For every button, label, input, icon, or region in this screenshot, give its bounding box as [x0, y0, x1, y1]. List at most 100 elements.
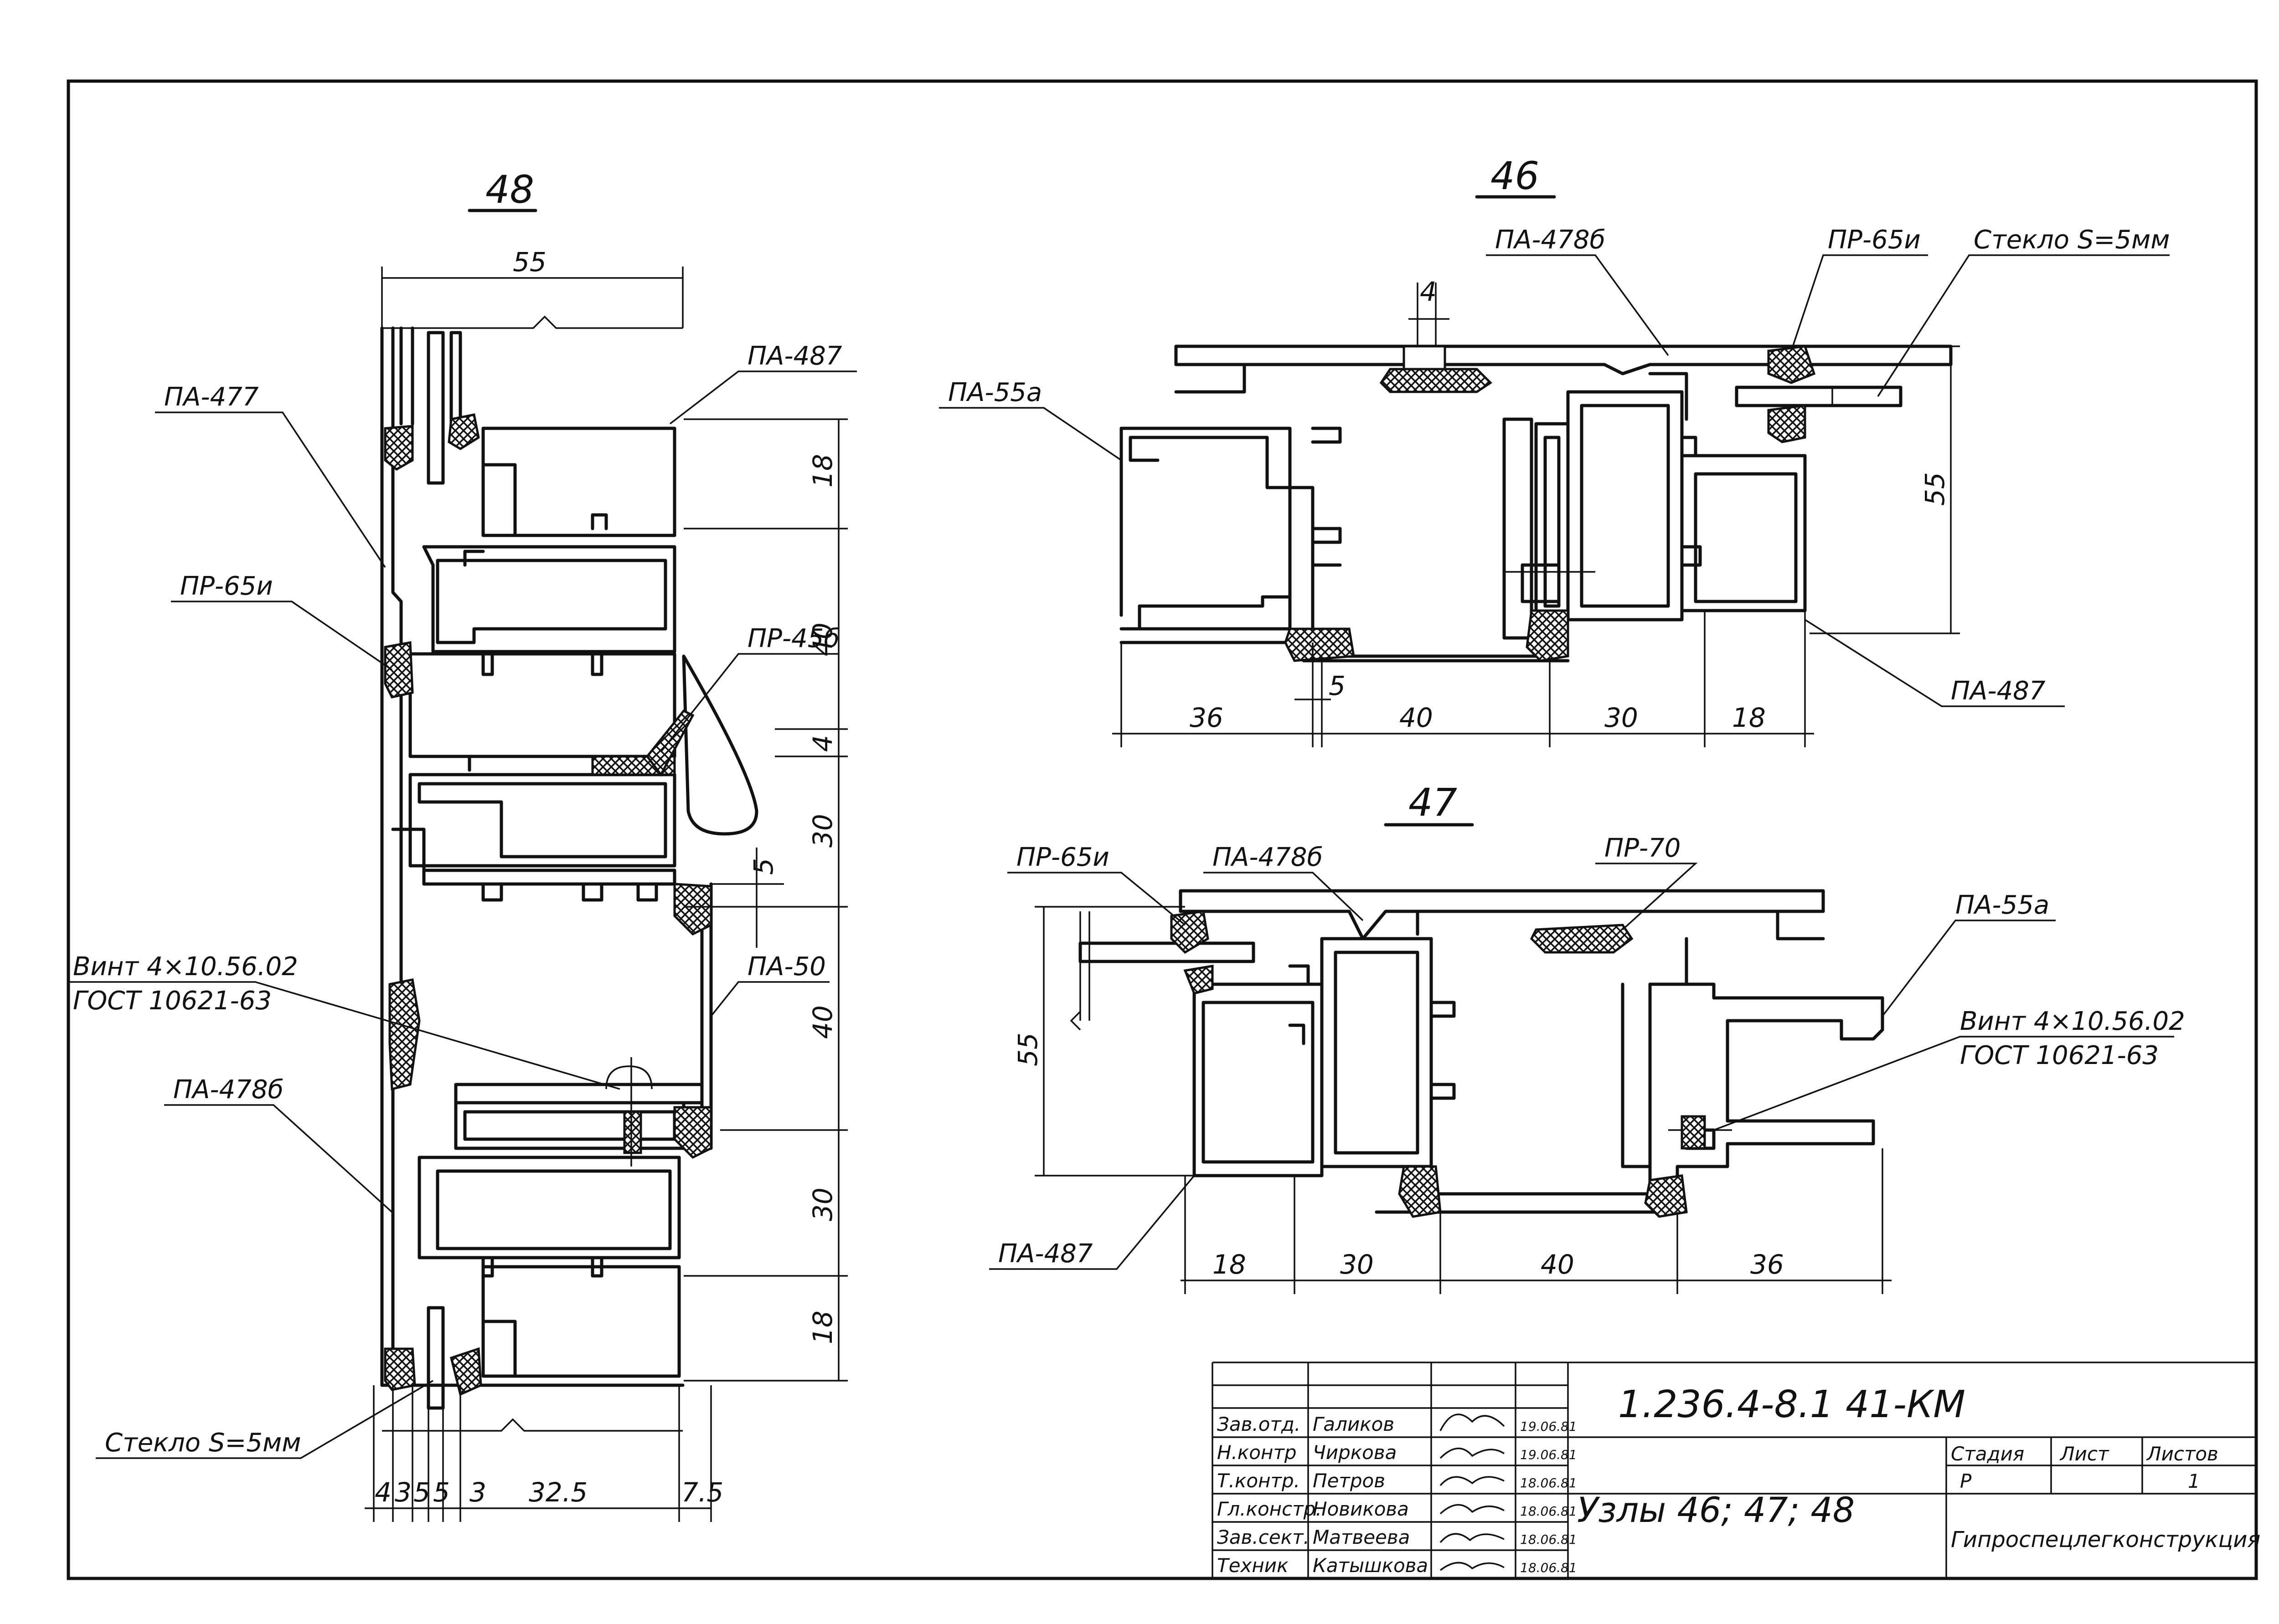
signature-5	[1439, 1562, 1505, 1571]
svg-text:4: 4	[807, 735, 838, 752]
node-48-right-dimensions: 18 40 4 30 40 30 18 5	[684, 418, 848, 1382]
svg-text:30: 30	[807, 1187, 838, 1221]
svg-text:30: 30	[1604, 702, 1638, 733]
node-47-gaskets	[1170, 910, 1688, 1218]
label-steklo-46: Стекло S=5мм	[1974, 225, 2170, 255]
label-pa50: ПА-50	[748, 952, 826, 982]
svg-text:3: 3	[395, 1477, 412, 1508]
signature-3	[1439, 1504, 1505, 1515]
title-row-1: Н.контр Чиркова 19.06.81	[1217, 1441, 1577, 1464]
label-pa478b-48: ПА-478б	[173, 1075, 284, 1105]
label-pa487-47: ПА-487	[998, 1239, 1093, 1269]
label-steklo-48: Стекло S=5мм	[105, 1428, 301, 1458]
title-block: Зав.отд. Галиков 19.06.81 Н.контр Чирков…	[1212, 1362, 2260, 1579]
sheet-border	[67, 79, 2258, 1580]
svg-text:Зав.сект.: Зав.сект.	[1217, 1526, 1310, 1548]
svg-text:7.5: 7.5	[681, 1477, 723, 1508]
svg-text:18.06.81: 18.06.81	[1520, 1560, 1577, 1575]
signature-2	[1439, 1476, 1505, 1486]
title-row-5: Техник Катышкова 18.06.81	[1217, 1554, 1577, 1577]
title-row-0: Зав.отд. Галиков 19.06.81	[1217, 1413, 1577, 1435]
signature-0	[1439, 1413, 1505, 1431]
svg-text:30: 30	[1340, 1249, 1374, 1280]
label-pr65i-46: ПР-65и	[1828, 225, 1921, 255]
svg-text:4: 4	[375, 1477, 392, 1508]
node-48-title: 48	[485, 167, 534, 212]
node-47-labels: ПР-65и ПА-478б ПР-70 ПА-55а Винт 4×10.56…	[989, 833, 2185, 1270]
title-row-2: Т.контр. Петров 18.06.81	[1217, 1470, 1577, 1492]
svg-text:4: 4	[1420, 276, 1437, 307]
svg-text:18: 18	[1212, 1249, 1246, 1280]
svg-text:18: 18	[1732, 702, 1766, 733]
node-46-gaskets	[1284, 345, 1816, 662]
svg-text:40: 40	[807, 622, 838, 656]
svg-text:Петров: Петров	[1313, 1470, 1385, 1492]
svg-text:18: 18	[807, 1311, 838, 1344]
svg-text:Зав.отд.: Зав.отд.	[1217, 1413, 1300, 1435]
organization-name: Гипроспецлегконструкция	[1951, 1527, 2260, 1552]
node-48-width-dimension: 55	[381, 247, 684, 329]
svg-text:Катышкова: Катышкова	[1313, 1554, 1428, 1577]
signature-1	[1439, 1448, 1505, 1459]
svg-text:40: 40	[1399, 702, 1433, 733]
label-pr65i: ПР-65и	[180, 571, 273, 601]
node-46-dimensions: 4 55 36 40 30 18 5	[1112, 276, 1960, 747]
node-48-gaskets	[384, 413, 712, 1396]
svg-text:32.5: 32.5	[529, 1477, 588, 1508]
title-row-3: Гл.констр. Новикова 18.06.81	[1217, 1498, 1577, 1520]
svg-text:5: 5	[748, 858, 779, 875]
svg-text:5: 5	[413, 1477, 430, 1508]
label-pr65i-47: ПР-65и	[1016, 843, 1109, 872]
svg-text:3: 3	[469, 1477, 486, 1508]
node-47-dimensions: 55 18 30 40 36	[1012, 906, 1892, 1294]
sheets-value: 1	[2188, 1470, 2200, 1492]
svg-text:Н.контр: Н.контр	[1217, 1441, 1297, 1464]
svg-text:5: 5	[1329, 670, 1346, 701]
sheet-title: Узлы 46; 47; 48	[1577, 1490, 1855, 1530]
label-pa478b-46: ПА-478б	[1495, 225, 1605, 255]
svg-text:40: 40	[1541, 1249, 1574, 1280]
svg-text:30: 30	[807, 814, 838, 848]
node-46-labels: ПА-478б ПР-65и Стекло S=5мм ПА-55а ПА-48…	[939, 225, 2170, 707]
label-pa55a-47: ПА-55а	[1955, 890, 2049, 920]
svg-text:36: 36	[1750, 1249, 1784, 1280]
svg-text:55: 55	[1012, 1033, 1043, 1066]
node-48-labels: ПА-477 ПР-65и Винт 4×10.56.02 ГОСТ 10621…	[68, 341, 857, 1459]
svg-text:Матвеева: Матвеева	[1313, 1526, 1410, 1548]
node-47: 47	[989, 780, 2185, 1294]
signature-4	[1439, 1533, 1505, 1543]
svg-text:36: 36	[1190, 702, 1223, 733]
node-48-bottom-dimensions: 4 3 5 5 3 32.5 7.5	[365, 1385, 723, 1522]
svg-text:40: 40	[807, 1005, 838, 1039]
label-pa478b-47: ПА-478б	[1212, 843, 1323, 872]
document-code: 1.236.4-8.1 41-КМ	[1618, 1383, 1965, 1426]
label-gost-48: ГОСТ 10621-63	[73, 986, 272, 1016]
label-gost-47: ГОСТ 10621-63	[1960, 1041, 2159, 1070]
label-pa487-48: ПА-487	[748, 341, 842, 371]
svg-text:5: 5	[433, 1477, 450, 1508]
node-46: 46	[939, 154, 2170, 747]
svg-text:18.06.81: 18.06.81	[1520, 1532, 1577, 1547]
label-vint-47: Винт 4×10.56.02	[1960, 1007, 2185, 1036]
stage-value: Р	[1960, 1470, 1972, 1492]
sheets-label: Листов	[2146, 1443, 2218, 1465]
svg-text:18.06.81: 18.06.81	[1520, 1475, 1577, 1490]
svg-text:55: 55	[513, 247, 547, 278]
label-vint-48: Винт 4×10.56.02	[73, 952, 298, 982]
svg-text:55: 55	[1919, 472, 1950, 506]
svg-text:Гл.констр.: Гл.констр.	[1217, 1498, 1322, 1520]
label-pa487-46: ПА-487	[1951, 676, 2046, 706]
stage-label: Стадия	[1951, 1443, 2024, 1465]
svg-text:18: 18	[807, 454, 838, 488]
title-row-4: Зав.сект. Матвеева 18.06.81	[1217, 1526, 1577, 1548]
label-pr45b: ПР-45б	[748, 624, 840, 653]
svg-text:Техник: Техник	[1217, 1554, 1289, 1577]
sheet-label: Лист	[2059, 1443, 2109, 1465]
label-pr70: ПР-70	[1604, 833, 1681, 863]
node-48-frame-profile	[380, 326, 758, 1432]
label-pa55a-46: ПА-55а	[948, 378, 1042, 407]
label-pa477: ПА-477	[164, 382, 259, 412]
node-46-title: 46	[1490, 154, 1539, 198]
node-48: 48 55	[68, 167, 857, 1522]
